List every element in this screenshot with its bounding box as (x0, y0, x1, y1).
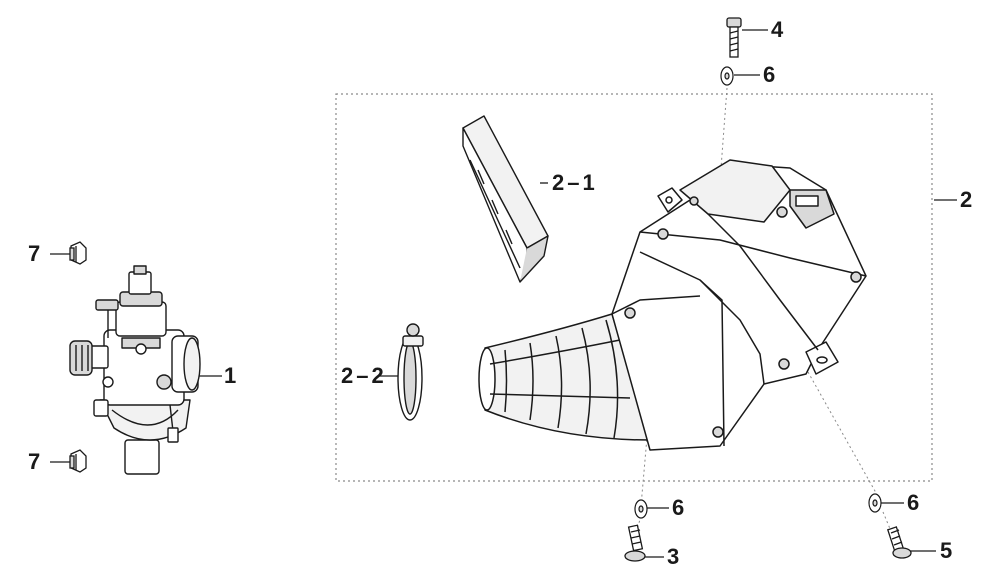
screw-part-bottom-center (624, 524, 646, 562)
callout-7-bottom: 7 (28, 449, 41, 474)
washer-part-bottom-center (634, 499, 648, 519)
bolt-part-top (726, 17, 742, 58)
nut-part-bottom (69, 449, 87, 473)
nut-part-top (69, 241, 87, 265)
callout-6-bottom-right: 6 (907, 490, 920, 515)
callout-7-top: 7 (28, 241, 41, 266)
leader-lines (50, 29, 957, 558)
callout-1: 1 (224, 363, 237, 388)
carburetor-part (69, 265, 201, 475)
washer-part-bottom-right (868, 493, 882, 513)
screw-part-bottom-right (886, 526, 912, 559)
callout-4: 4 (771, 17, 784, 42)
callout-2-1: 2–1 (552, 170, 598, 195)
callout-5: 5 (940, 538, 953, 563)
air-box-part (478, 159, 867, 451)
callout-6-top: 6 (763, 62, 776, 87)
assembly-boundary-box (335, 93, 933, 482)
filter-element-part (462, 115, 549, 283)
washer-part-top (720, 66, 734, 86)
callout-2-2: 2–2 (341, 363, 387, 388)
hose-clamp-part (397, 323, 424, 421)
callout-6-bottom-center: 6 (672, 495, 685, 520)
callout-2: 2 (960, 187, 973, 212)
callout-3: 3 (667, 544, 680, 569)
